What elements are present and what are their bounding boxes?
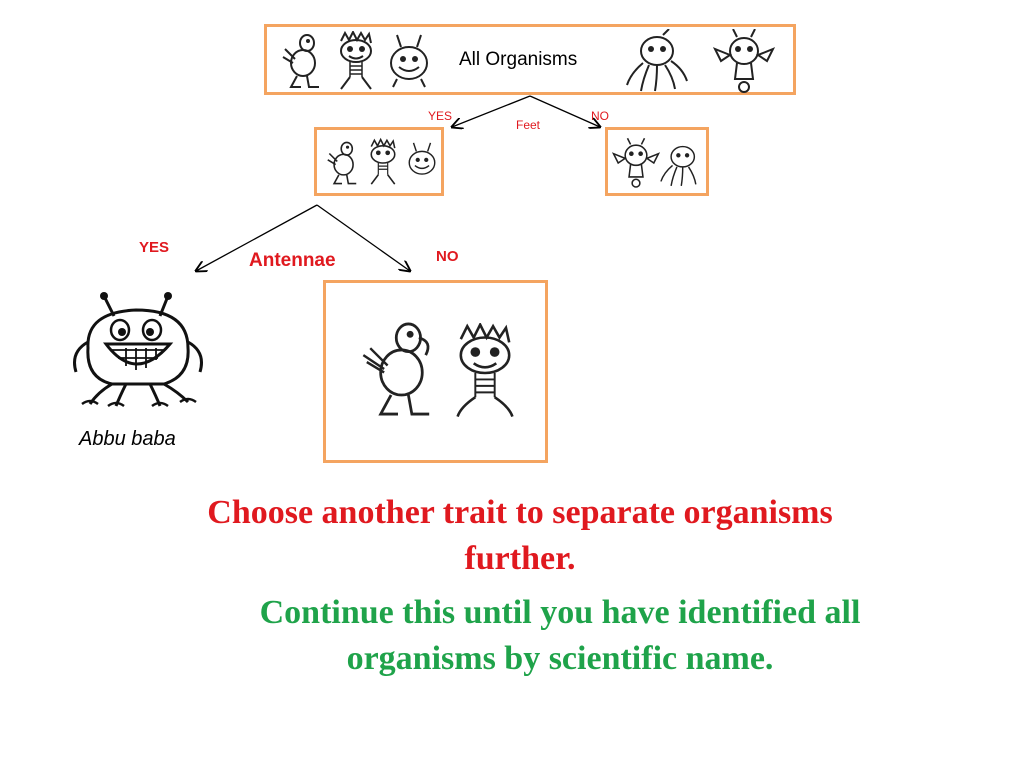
bird-creature-icon <box>282 34 319 88</box>
winged-creature-icon <box>612 137 660 188</box>
arrow-antennae-yes <box>196 204 318 271</box>
feet-no-box <box>605 127 709 196</box>
tentacle-creature-icon <box>626 29 688 92</box>
winged-creature-icon <box>713 29 775 93</box>
feet-trait-label: Feet <box>516 118 541 132</box>
spiky-hair-creature-icon <box>340 31 372 90</box>
arrow-antennae-no <box>316 204 410 271</box>
bird-creature-icon <box>327 141 357 185</box>
antenna-creature-icon <box>390 34 428 88</box>
instruction-continue: Continue this until you have identified … <box>259 594 861 677</box>
root-box: All Organisms <box>264 24 796 95</box>
arrow-feet-yes <box>452 95 531 127</box>
antennae-trait-label: Antennae <box>249 250 336 271</box>
antennae-no-box <box>323 280 548 463</box>
root-title: All Organisms <box>459 49 578 70</box>
abbu-baba-creature-icon <box>73 292 203 408</box>
feet-no-label: NO <box>591 109 609 123</box>
antenna-creature-icon <box>408 142 436 175</box>
antennae-yes-label: YES <box>139 239 170 256</box>
instruction-choose-trait: Choose another trait to separate organis… <box>207 494 833 577</box>
spiky-hair-creature-icon <box>370 137 396 185</box>
abbu-baba-name: Abbu baba <box>79 428 176 450</box>
arrow-feet-no <box>529 95 600 127</box>
antennae-no-label: NO <box>436 248 459 265</box>
spiky-hair-creature-icon <box>456 323 514 418</box>
feet-yes-label: YES <box>428 109 453 123</box>
feet-yes-box <box>314 127 444 196</box>
bird-creature-icon <box>362 322 430 416</box>
tentacle-creature-icon <box>660 145 697 186</box>
